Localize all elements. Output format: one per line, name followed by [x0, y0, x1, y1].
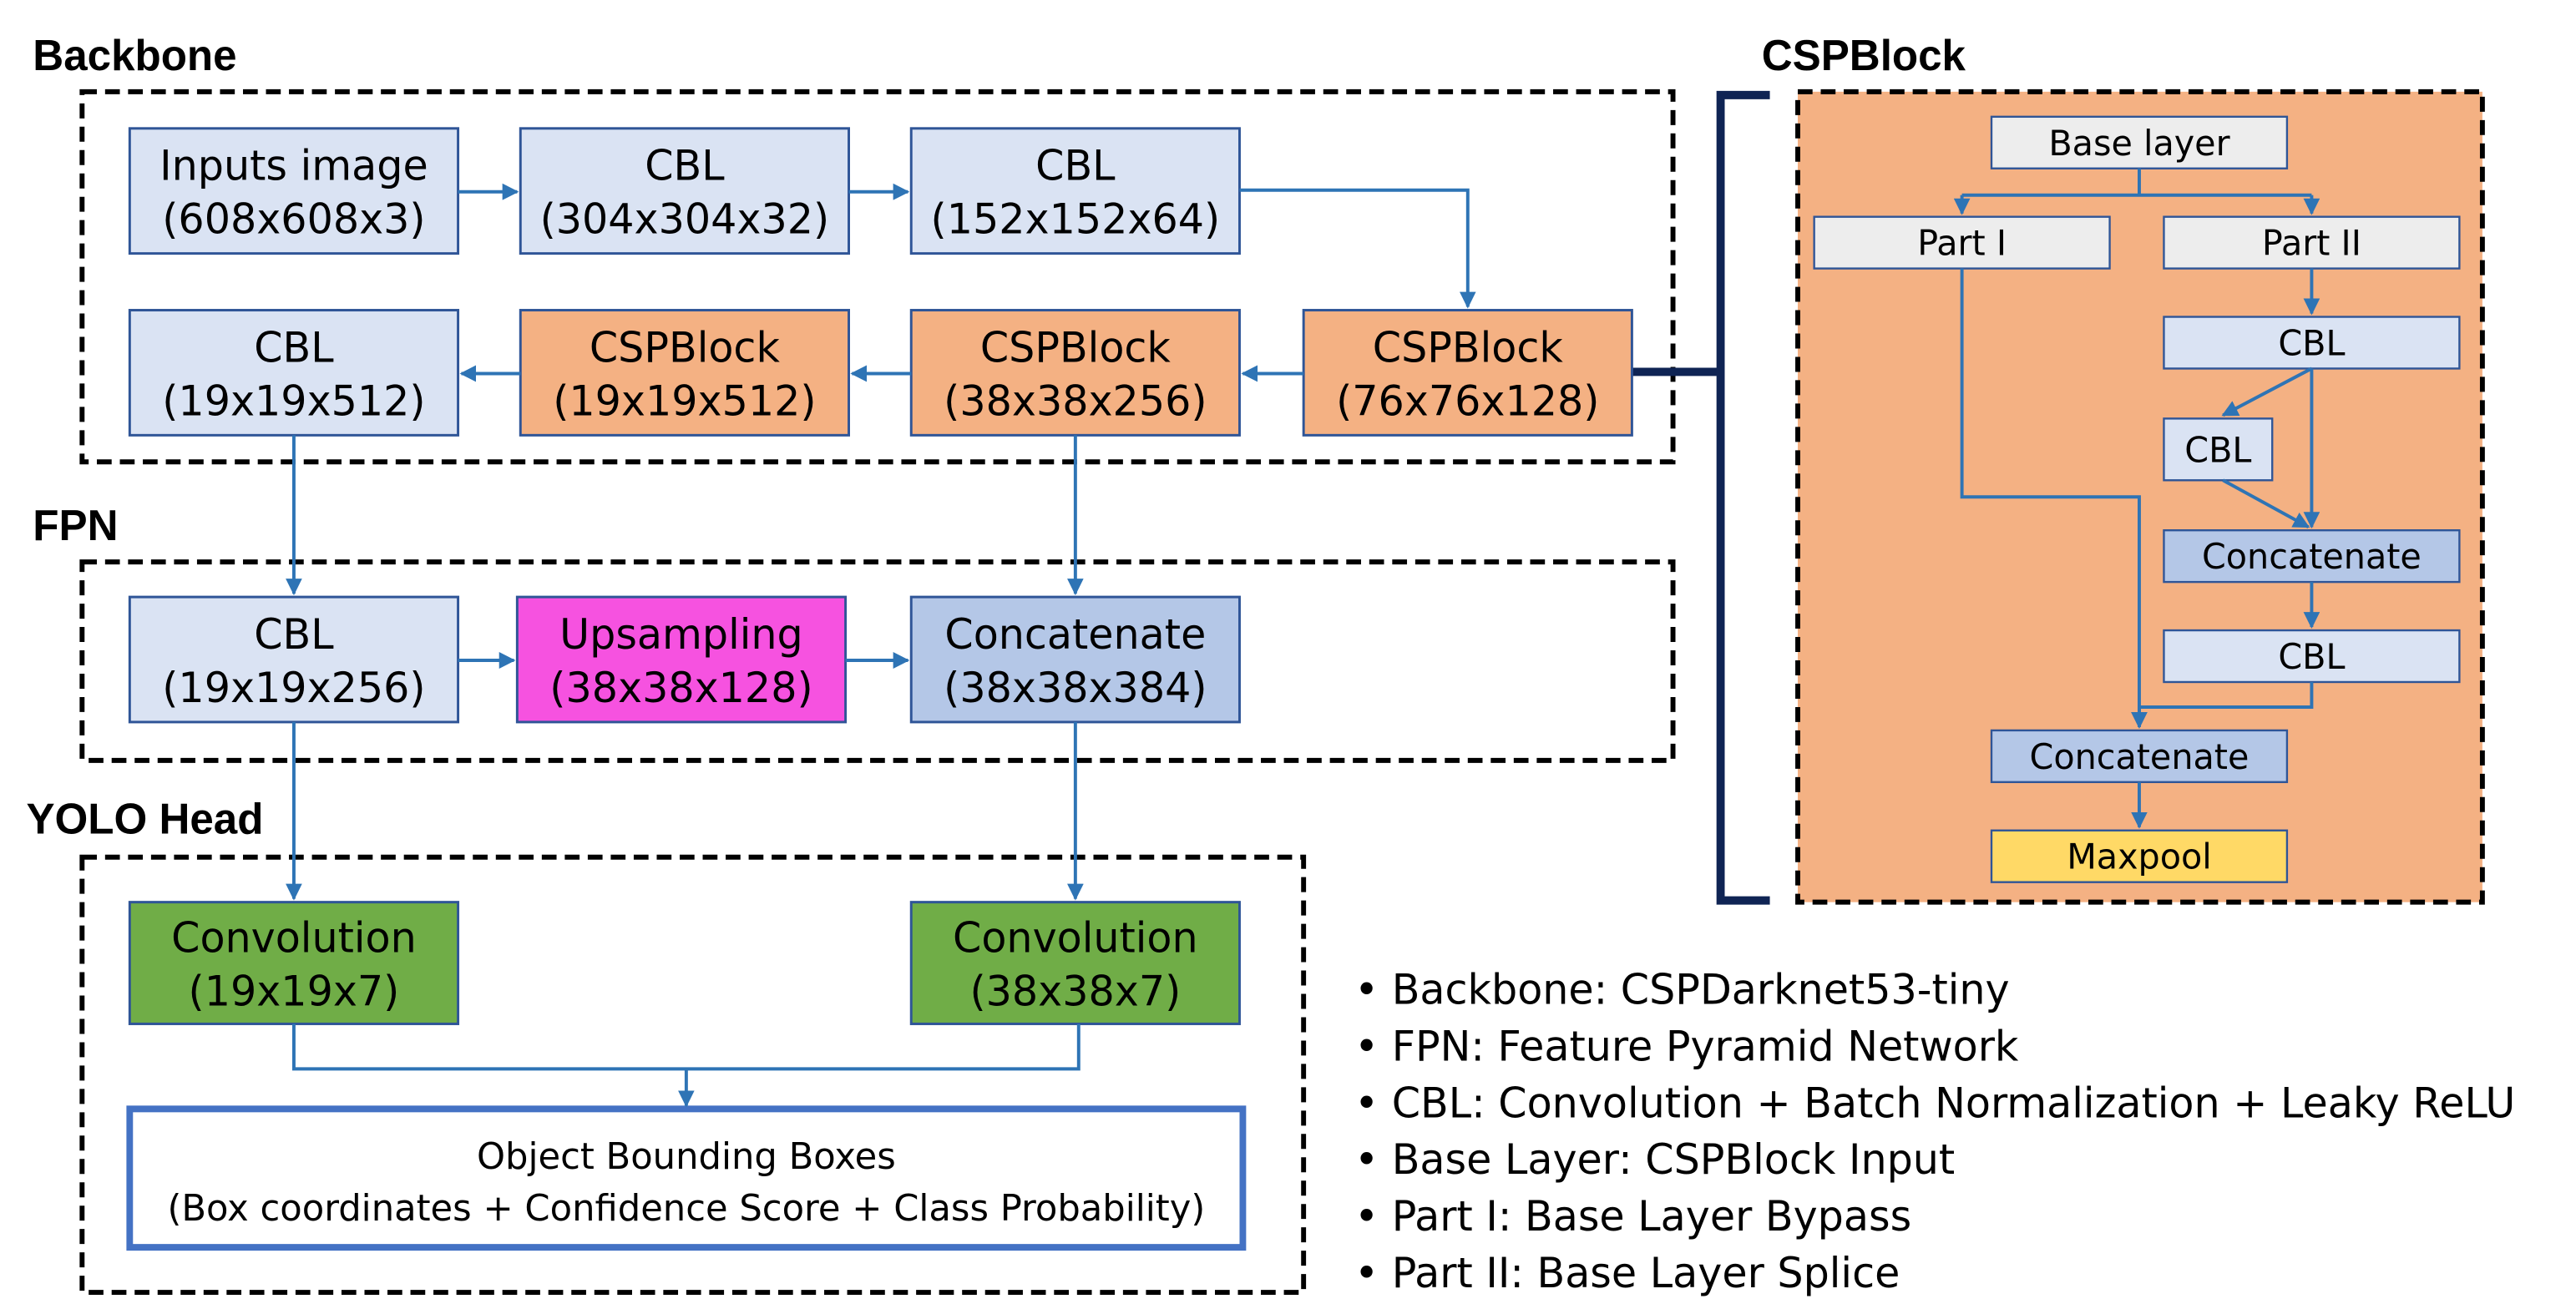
- node-shape: (304x304x32): [540, 195, 830, 243]
- legend-item: • CBL: Convolution + Batch Normalization…: [1354, 1079, 2515, 1127]
- csp-cbl-b: CBL: [2163, 417, 2274, 482]
- csp-node-label: Concatenate: [2202, 536, 2422, 577]
- legend-item: • Part I: Base Layer Bypass: [1354, 1192, 1911, 1241]
- node-fpn-cbl: CBL (19x19x256): [128, 595, 460, 724]
- csp-flow-arrows: [1953, 168, 2320, 829]
- legend-item: • Base Layer: CSPBlock Input: [1354, 1135, 1955, 1184]
- cspblock-title: CSPBlock: [1762, 31, 1966, 79]
- node-fpn-concatenate: Concatenate (38x38x384): [909, 595, 1241, 724]
- csp-node-label: Concatenate: [2030, 736, 2250, 777]
- node-shape: (19x19x512): [553, 377, 816, 425]
- csp-base-layer: Base layer: [1990, 115, 2289, 169]
- node-label: CSPBlock: [1373, 323, 1563, 371]
- node-label: Concatenate: [944, 610, 1206, 659]
- csp-part-1: Part I: [1813, 215, 2111, 270]
- node-shape: (38x38x7): [969, 967, 1181, 1015]
- node-cbl-304: CBL (304x304x32): [519, 127, 851, 255]
- node-shape: (608x608x3): [162, 195, 425, 243]
- backbone-frame: [79, 88, 1676, 465]
- node-label: CSPBlock: [590, 323, 780, 371]
- csp-node-label: Part II: [2262, 222, 2361, 263]
- csp-concatenate-inner: Concatenate: [2163, 529, 2461, 584]
- legend-item: • Part II: Base Layer Splice: [1354, 1249, 1900, 1297]
- csp-node-label: Maxpool: [2067, 836, 2212, 877]
- legend: • Backbone: CSPDarknet53-tiny • FPN: Fea…: [1354, 965, 2515, 1297]
- node-object-bounding-boxes: Object Bounding Boxes (Box coordinates +…: [126, 1105, 1247, 1251]
- node-shape: (19x19x256): [162, 664, 425, 712]
- node-cbl-152: CBL (152x152x64): [909, 127, 1241, 255]
- node-cspblock-76: CSPBlock (76x76x128): [1302, 309, 1633, 437]
- brace: [1716, 90, 1770, 905]
- node-label: CSPBlock: [980, 323, 1171, 371]
- node-label: CBL: [254, 610, 334, 659]
- csp-cbl-a: CBL: [2163, 316, 2461, 370]
- node-label: Upsampling: [559, 610, 803, 659]
- fpn-frame: [79, 559, 1676, 763]
- node-convolution-38: Convolution (38x38x7): [909, 901, 1241, 1025]
- csp-node-label: CBL: [2278, 636, 2345, 677]
- output-title: Object Bounding Boxes: [477, 1136, 896, 1178]
- legend-item: • FPN: Feature Pyramid Network: [1354, 1022, 2019, 1070]
- node-cbl-19-512: CBL (19x19x512): [128, 309, 460, 437]
- node-cspblock-19: CSPBlock (19x19x512): [519, 309, 851, 437]
- node-label: Convolution: [953, 913, 1198, 962]
- csp-node-label: CBL: [2184, 429, 2251, 470]
- node-label: CBL: [1035, 141, 1116, 190]
- csp-part-2: Part II: [2163, 215, 2461, 270]
- node-label: Convolution: [171, 913, 417, 962]
- node-shape: (38x38x256): [944, 377, 1207, 425]
- fpn-title: FPN: [33, 501, 118, 549]
- csp-node-label: CBL: [2278, 322, 2345, 363]
- csp-concatenate-outer: Concatenate: [1990, 729, 2289, 784]
- node-cspblock-38: CSPBlock (38x38x256): [909, 309, 1241, 437]
- node-shape: (152x152x64): [931, 195, 1221, 243]
- legend-item: • Backbone: CSPDarknet53-tiny: [1354, 965, 2009, 1013]
- csp-node-label: Base layer: [2048, 122, 2230, 163]
- node-shape: (76x76x128): [1336, 377, 1599, 425]
- node-upsampling: Upsampling (38x38x128): [515, 595, 848, 724]
- yolo-head-frame: [79, 854, 1307, 1296]
- node-label: CBL: [254, 323, 334, 371]
- yolo-head-title: YOLO Head: [26, 794, 263, 842]
- node-shape: (38x38x128): [549, 664, 812, 712]
- output-detail: (Box coordinates + Confidence Score + Cl…: [168, 1188, 1206, 1230]
- node-shape: (19x19x512): [162, 377, 425, 425]
- node-shape: (38x38x384): [944, 664, 1207, 712]
- node-convolution-19: Convolution (19x19x7): [128, 901, 460, 1025]
- node-label: CBL: [645, 141, 725, 190]
- backbone-title: Backbone: [33, 31, 236, 79]
- csp-cbl-c: CBL: [2163, 629, 2461, 684]
- main-flow-arrows: [286, 183, 1476, 1108]
- csp-node-label: Part I: [1917, 222, 2007, 263]
- node-shape: (19x19x7): [189, 967, 400, 1015]
- node-inputs-image: Inputs image (608x608x3): [128, 127, 460, 255]
- csp-maxpool: Maxpool: [1990, 829, 2289, 883]
- node-label: Inputs image: [159, 141, 428, 190]
